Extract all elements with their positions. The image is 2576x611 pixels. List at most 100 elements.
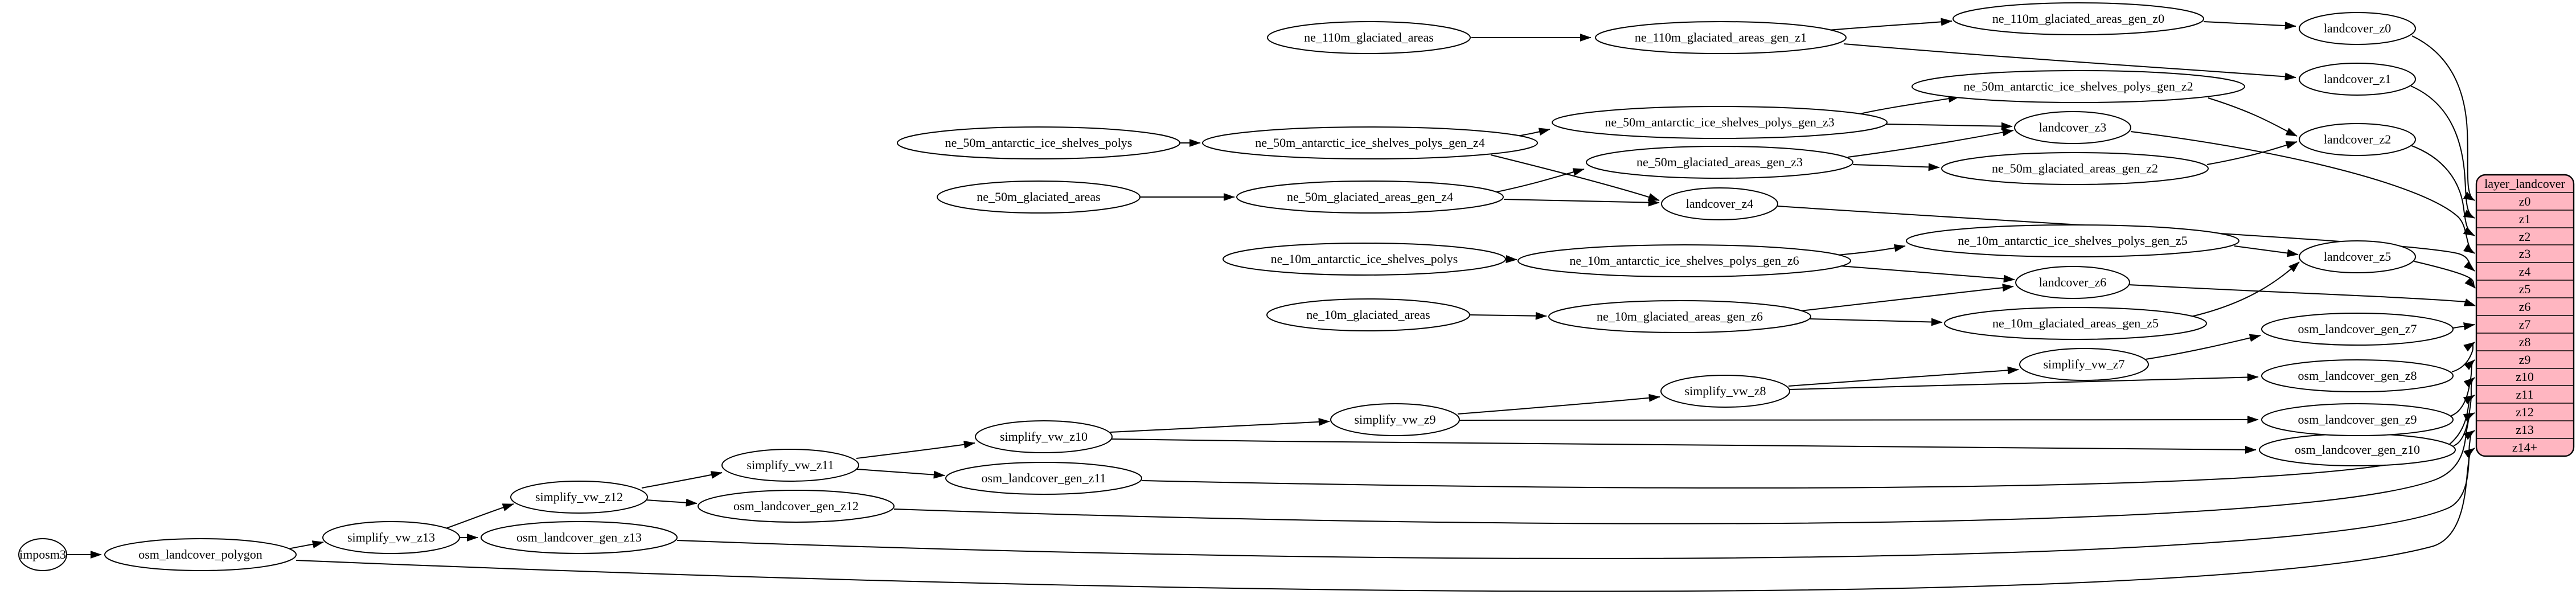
edge-simplify_vw_z12-to-simplify_vw_z11 — [641, 471, 723, 489]
node-osm_landcover_polygon: osm_landcover_polygon — [104, 538, 297, 571]
table-row-z2: z2 — [2519, 229, 2531, 244]
node-label: ne_10m_glaciated_areas_gen_z6 — [1597, 309, 1763, 323]
table-row-z7: z7 — [2519, 317, 2531, 331]
node-ellipse — [2299, 240, 2416, 273]
node-ellipse — [1330, 403, 1460, 436]
node-ne_110m_glaciated_areas_gen_z0: ne_110m_glaciated_areas_gen_z0 — [1952, 2, 2204, 35]
node-label: ne_50m_glaciated_areas_gen_z4 — [1287, 190, 1453, 204]
node-simplify_vw_z12: simplify_vw_z12 — [510, 481, 648, 514]
node-label: landcover_z3 — [2039, 120, 2107, 134]
node-label: ne_10m_glaciated_areas_gen_z5 — [1992, 316, 2159, 330]
node-ellipse — [1660, 375, 1790, 408]
node-osm_landcover_gen_z7: osm_landcover_gen_z7 — [2261, 313, 2454, 346]
edge-simplify_vw_z11-to-simplify_vw_z10 — [856, 440, 975, 459]
edge-landcover_z6-to-row-z6 — [2128, 284, 2476, 306]
node-ellipse — [1223, 243, 1506, 276]
node-label: ne_10m_antarctic_ice_shelves_polys_gen_z… — [1958, 233, 2187, 248]
node-simplify_vw_z10: simplify_vw_z10 — [975, 420, 1113, 453]
node-label: osm_landcover_gen_z11 — [981, 471, 1106, 485]
node-ellipse — [2299, 63, 2416, 96]
node-ne_50m_glaciated_areas_gen_z4: ne_50m_glaciated_areas_gen_z4 — [1236, 181, 1504, 214]
edge-ne_10m_ant_gen_z6-to-gen_z5 — [1836, 244, 1906, 256]
edge-simplify_vw_z12-to-osm_landcover_gen_z12 — [645, 498, 698, 507]
edge-simplify_vw_z9-to-simplify_vw_z8 — [1457, 393, 1660, 415]
edge-simplify_vw_z10-to-simplify_vw_z9 — [1110, 418, 1330, 433]
node-label: ne_10m_antarctic_ice_shelves_polys — [1271, 252, 1458, 266]
node-ellipse — [2261, 403, 2454, 436]
node-ne_50m_glaciated_areas_gen_z2: ne_50m_glaciated_areas_gen_z2 — [1941, 152, 2209, 185]
node-ellipse — [1661, 187, 1778, 220]
node-ellipse — [2299, 12, 2416, 45]
node-landcover_z0: landcover_z0 — [2299, 12, 2416, 45]
node-osm_landcover_gen_z12: osm_landcover_gen_z12 — [698, 490, 895, 523]
edge-ne_110m_gen_z0-to-landcover_z0 — [2203, 21, 2296, 30]
table-row-z5: z5 — [2519, 282, 2531, 296]
node-label: landcover_z0 — [2324, 21, 2392, 35]
node-label: imposm3 — [19, 547, 66, 561]
table-header: layer_landcover — [2484, 177, 2565, 191]
node-ellipse — [2019, 348, 2149, 381]
edge-ne_50m_ant_gen_z3-to-gen_z2 — [1859, 95, 1960, 114]
node-ellipse — [481, 521, 678, 554]
node-label: ne_10m_glaciated_areas — [1306, 307, 1430, 322]
node-ne_50m_antarctic_ice_shelves_polys_gen_z4: ne_50m_antarctic_ice_shelves_polys_gen_z… — [1202, 126, 1538, 159]
node-ne_10m_antarctic_ice_shelves_polys: ne_10m_antarctic_ice_shelves_polys — [1223, 243, 1506, 276]
node-label: osm_landcover_gen_z12 — [733, 499, 859, 513]
node-ellipse — [1202, 126, 1538, 159]
node-ellipse — [1952, 2, 2204, 35]
node-ne_10m_glaciated_areas_gen_z6: ne_10m_glaciated_areas_gen_z6 — [1548, 300, 1811, 333]
node-label: simplify_vw_z8 — [1685, 384, 1766, 398]
edges-layer — [67, 18, 2476, 592]
node-label: osm_landcover_gen_z13 — [516, 530, 642, 544]
node-ellipse — [937, 181, 1141, 214]
node-ellipse — [1944, 307, 2207, 340]
node-ellipse — [945, 462, 1142, 495]
node-label: simplify_vw_z10 — [1000, 429, 1088, 444]
node-ellipse — [1552, 106, 1888, 139]
node-ellipse — [18, 538, 67, 571]
node-simplify_vw_z7: simplify_vw_z7 — [2019, 348, 2149, 381]
node-label: ne_110m_glaciated_areas — [1304, 30, 1434, 44]
node-label: osm_landcover_gen_z9 — [2298, 412, 2417, 427]
node-ne_10m_antarctic_ice_shelves_polys_gen_z6: ne_10m_antarctic_ice_shelves_polys_gen_z… — [1517, 244, 1851, 277]
table-row-z8: z8 — [2519, 335, 2531, 349]
table-layer-landcover: layer_landcover z0 z1 z2 z3 z4 z5 z6 z7 … — [2475, 174, 2575, 457]
table-row-z6: z6 — [2519, 300, 2531, 314]
edge-ne_50m_ant_gen_z3-to-landcover_z3 — [1885, 122, 2013, 130]
edge-osm_landcover_polygon-to-simplify_vw_z13 — [288, 540, 324, 550]
node-landcover_z4: landcover_z4 — [1661, 187, 1778, 220]
edge-ne_10m_ant_gen_z5-to-landcover_z5 — [2234, 245, 2299, 257]
node-ellipse — [510, 481, 648, 514]
edge-ne_110m_gen_z1-to-landcover_z1 — [1843, 43, 2296, 81]
table-row-z10: z10 — [2516, 370, 2534, 384]
node-ellipse — [975, 420, 1113, 453]
node-label: simplify_vw_z7 — [2044, 357, 2125, 371]
edge-ne_50m_glac_gen_z4-to-gen_z3 — [1494, 168, 1585, 193]
edge-landcover_z4-to-row-z4 — [1777, 206, 2475, 272]
node-landcover_z3: landcover_z3 — [2014, 111, 2131, 144]
node-landcover_z5: landcover_z5 — [2299, 240, 2416, 273]
node-label: ne_50m_glaciated_areas_gen_z2 — [1992, 161, 2158, 175]
node-ellipse — [2261, 359, 2454, 392]
table-row-z13: z13 — [2516, 423, 2534, 437]
node-ellipse — [2299, 123, 2416, 156]
node-ne_50m_glaciated_areas_gen_z3: ne_50m_glaciated_areas_gen_z3 — [1586, 146, 1853, 179]
node-label: simplify_vw_z13 — [347, 530, 435, 544]
edge-landcover_z3-to-row-z3 — [2130, 131, 2475, 254]
node-label: ne_50m_antarctic_ice_shelves_polys_gen_z… — [1255, 136, 1484, 150]
edge-simplify_vw_z8-to-osm_landcover_gen_z8 — [1789, 373, 2259, 390]
node-label: ne_110m_glaciated_areas_gen_z1 — [1635, 30, 1807, 44]
node-landcover_z2: landcover_z2 — [2299, 123, 2416, 156]
node-label: simplify_vw_z12 — [535, 490, 623, 504]
node-ne_50m_antarctic_ice_shelves_polys: ne_50m_antarctic_ice_shelves_polys — [897, 126, 1180, 159]
node-ne_50m_antarctic_ice_shelves_polys_gen_z3: ne_50m_antarctic_ice_shelves_polys_gen_z… — [1552, 106, 1888, 139]
table-row-z11: z11 — [2516, 387, 2534, 401]
node-label: ne_50m_antarctic_ice_shelves_polys_gen_z… — [1605, 115, 1834, 129]
node-ellipse — [2015, 266, 2130, 299]
node-simplify_vw_z13: simplify_vw_z13 — [322, 521, 460, 554]
edge-landcover_z2-to-row-z2 — [2410, 145, 2475, 236]
table-row-z1: z1 — [2519, 212, 2531, 226]
edge-osm_landcover_gen_z8-to-row-z8 — [2451, 342, 2475, 372]
